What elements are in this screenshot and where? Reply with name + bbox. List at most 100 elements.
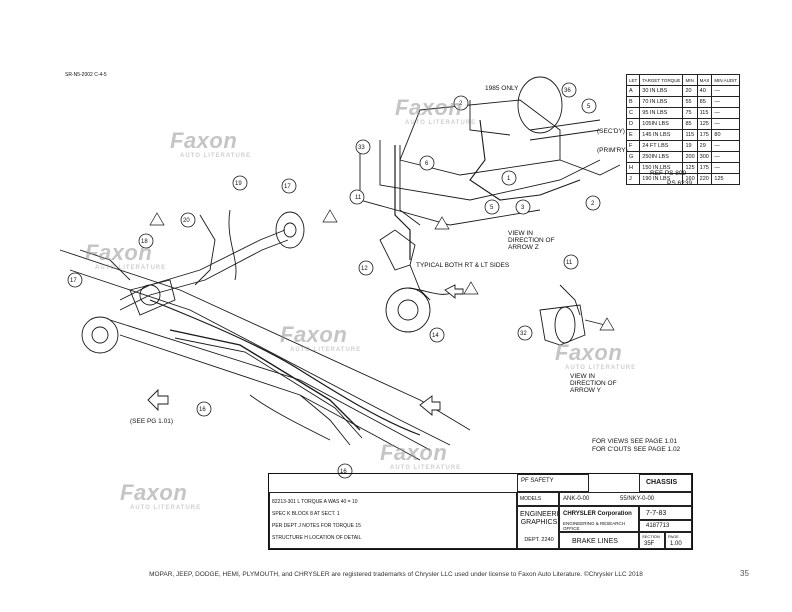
cell: 24 FT LBS bbox=[639, 140, 684, 152]
cell: 190 IN LBS bbox=[639, 173, 684, 185]
svg-text:5: 5 bbox=[587, 104, 591, 110]
cell: 115 bbox=[682, 129, 698, 141]
cell: 40 bbox=[696, 85, 713, 97]
trademark-footer: MOPAR, JEEP, DODGE, HEMI, PLYMOUTH, and … bbox=[149, 571, 643, 578]
note-views: FOR VIEWS SEE PAGE 1.01 bbox=[592, 438, 678, 445]
callout-arrow-y: VIEW IN DIRECTION OF ARROW Y bbox=[570, 373, 617, 394]
col-target: TARGET TORQUE bbox=[639, 74, 684, 86]
cell: D bbox=[625, 118, 641, 130]
dept-cell: ENGINEERING GRAPHICS DEPT. 2240 bbox=[517, 506, 559, 549]
cell: 55 bbox=[682, 96, 698, 108]
col-min: MIN bbox=[682, 74, 698, 86]
svg-text:18: 18 bbox=[141, 239, 148, 245]
models-label: MODELS bbox=[517, 492, 559, 506]
cell: — bbox=[711, 162, 741, 174]
ref-ps-809: REF PS 809 bbox=[650, 170, 687, 177]
drawing-title-cell: BRAKE LINES bbox=[559, 532, 639, 549]
cell: 250IN LBS bbox=[639, 151, 684, 163]
svg-text:12: 12 bbox=[361, 266, 368, 272]
col-min-audit: MIN AUDIT bbox=[711, 74, 741, 86]
callout-see-page: (SEE PG 1.01) bbox=[130, 418, 173, 425]
cell: 19 bbox=[682, 140, 698, 152]
brand-cell: CHRYSLER Corporation ENGINEERING & RESEA… bbox=[559, 506, 639, 532]
svg-text:5: 5 bbox=[490, 205, 494, 211]
svg-text:20: 20 bbox=[183, 218, 190, 224]
drawing-number-cell: 4187713 bbox=[639, 520, 692, 532]
page-number: 35 bbox=[740, 569, 749, 578]
svg-text:16: 16 bbox=[199, 407, 206, 413]
section-cell: SECTION 35F bbox=[639, 532, 665, 549]
cell: F bbox=[625, 140, 641, 152]
revision-block: 82213-301 L TORQUE A WAS 40 = 10 SPEC K … bbox=[269, 492, 517, 549]
cell: 85 bbox=[682, 118, 698, 130]
date-cell: 7-7-83 bbox=[639, 506, 692, 520]
page-cell: PAGE 1.00 bbox=[665, 532, 692, 549]
callout-1985-only: 1985 ONLY bbox=[485, 85, 519, 92]
cell: — bbox=[711, 85, 741, 97]
cell: 105IN LBS bbox=[639, 118, 684, 130]
svg-text:17: 17 bbox=[284, 184, 291, 190]
cell: 85 bbox=[696, 96, 713, 108]
cell: 115 bbox=[696, 107, 713, 119]
cell: 75 bbox=[682, 107, 698, 119]
cell: 125 bbox=[711, 173, 741, 185]
col-max: MAX bbox=[696, 74, 713, 86]
svg-text:2: 2 bbox=[459, 101, 463, 107]
revision-row: 82213-301 L TORQUE A WAS 40 = 10 bbox=[272, 499, 358, 505]
revision-row: SPEC K BLOCK 8 AT SECT. 1 bbox=[272, 511, 340, 517]
models-cell: ANK-0-00 55/NKY-0-00 bbox=[559, 492, 692, 506]
svg-text:32: 32 bbox=[520, 331, 527, 337]
cell: — bbox=[711, 140, 741, 152]
revision-row: STRUCTURE H LOCATION OF DETAIL bbox=[272, 535, 362, 541]
cell: — bbox=[711, 96, 741, 108]
cell: A bbox=[625, 85, 641, 97]
safety-cell: PF SAFETY bbox=[517, 474, 589, 492]
doc-code: SR-N5-2002 C-4-5 bbox=[65, 72, 107, 78]
svg-text:2: 2 bbox=[591, 201, 595, 207]
cell: 220 bbox=[696, 173, 713, 185]
callout-primary: (PRIM'RY) bbox=[597, 147, 628, 154]
callout-secondary: (SEC'DY) bbox=[597, 128, 625, 135]
svg-text:17: 17 bbox=[70, 278, 77, 284]
svg-text:14: 14 bbox=[432, 333, 439, 339]
cell: J bbox=[625, 173, 641, 185]
svg-text:33: 33 bbox=[358, 145, 365, 151]
svg-text:1: 1 bbox=[507, 176, 511, 182]
cell: 20 bbox=[682, 85, 698, 97]
cell: B bbox=[625, 96, 641, 108]
cell: 70 IN LBS bbox=[639, 96, 684, 108]
cell: — bbox=[711, 151, 741, 163]
revision-row: PER DEPT J NOTES FOR TORQUE 15 bbox=[272, 523, 361, 529]
cell: 30 IN LBS bbox=[639, 85, 684, 97]
svg-text:36: 36 bbox=[564, 88, 571, 94]
torque-header-row: LET TARGET TORQUE MIN MAX MIN AUDIT bbox=[625, 74, 741, 86]
cell: — bbox=[711, 118, 741, 130]
svg-text:11: 11 bbox=[566, 260, 573, 266]
col-let: LET bbox=[625, 74, 641, 86]
cell: — bbox=[711, 107, 741, 119]
cell: G bbox=[625, 151, 641, 163]
cell: 145 IN LBS bbox=[639, 129, 684, 141]
cell: 29 bbox=[696, 140, 713, 152]
cell: 200 bbox=[682, 151, 698, 163]
cell: 125 bbox=[696, 118, 713, 130]
svg-text:11: 11 bbox=[355, 195, 362, 201]
cell: H bbox=[625, 162, 641, 174]
note-cutouts: FOR C'OUTS SEE PAGE 1.02 bbox=[592, 446, 681, 453]
chassis-cell: CHASSIS bbox=[639, 474, 692, 492]
cell: 175 bbox=[696, 129, 713, 141]
cell: 95 IN LBS bbox=[639, 107, 684, 119]
cell: 175 bbox=[696, 162, 713, 174]
cell: 160 bbox=[682, 173, 698, 185]
svg-text:3: 3 bbox=[521, 205, 525, 211]
svg-text:19: 19 bbox=[235, 181, 242, 187]
